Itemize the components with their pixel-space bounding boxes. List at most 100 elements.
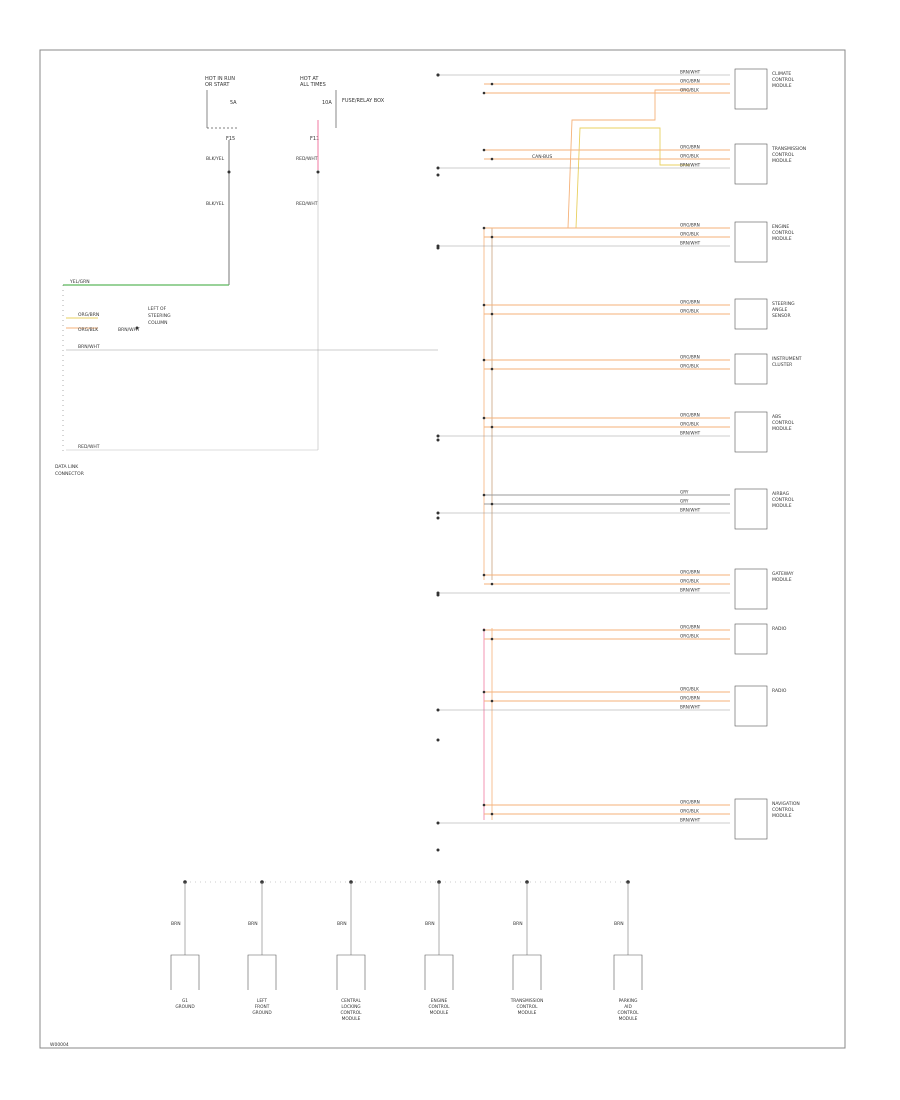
dlc-gnd-wire: BRN/WHT xyxy=(78,344,100,350)
ground-dot xyxy=(436,708,440,712)
component-name: PARKING xyxy=(619,998,638,1004)
wire-right-label: RED/WHT xyxy=(296,156,318,162)
module-name: MODULE xyxy=(772,426,792,432)
module-name: AIRBAG xyxy=(772,491,790,497)
fuse-right: HOT AT ALL TIMES 10A FUSE/RELAY BOX F11 xyxy=(300,76,385,142)
module-box xyxy=(734,298,768,330)
module-name: ANGLE xyxy=(772,307,787,313)
splice-dot xyxy=(490,637,494,641)
module-name: TRANSMISSION xyxy=(771,146,806,152)
splice-dot xyxy=(490,82,494,86)
module-name: MODULE xyxy=(772,236,792,242)
module-box xyxy=(734,411,768,453)
splice-dot xyxy=(482,573,486,577)
wire-label: BRN/WHT xyxy=(680,431,701,436)
dlc-side-1: LEFT OF xyxy=(148,306,167,312)
splice-dot xyxy=(490,425,494,429)
footer-code: W00004 xyxy=(50,1042,69,1048)
wire-label: GRY xyxy=(680,490,689,495)
splice-dot xyxy=(490,312,494,316)
ground-dot xyxy=(436,434,440,438)
module-box xyxy=(734,623,768,655)
wire-right-label-2: RED/WHT xyxy=(296,201,318,207)
fuse-right-note: FUSE/RELAY BOX xyxy=(342,98,385,104)
module-name: CONTROL xyxy=(772,230,794,236)
component-name: MODULE xyxy=(430,1010,449,1016)
component-name: CONTROL xyxy=(341,1010,363,1016)
module-name: MODULE xyxy=(772,83,792,89)
splice-dot xyxy=(490,157,494,161)
wire-label: ORG/BRN xyxy=(680,413,700,418)
module-name: CONTROL xyxy=(772,152,794,158)
fuse-right-line1: HOT AT xyxy=(300,76,319,82)
module-name: MODULE xyxy=(772,503,792,509)
splice-dot xyxy=(482,303,486,307)
module-box xyxy=(734,568,768,610)
component-name: CENTRAL xyxy=(341,998,361,1004)
component-name: FRONT xyxy=(255,1004,270,1010)
wire-label: BRN/WHT xyxy=(680,163,701,168)
component-name: ENGINE xyxy=(431,998,448,1004)
module-name: SENSOR xyxy=(772,313,791,319)
fuse-left-pin: F15 xyxy=(226,136,235,142)
module-name: ABS xyxy=(772,414,781,420)
module-name: STEERING xyxy=(772,301,795,307)
wire-label: ORG/BRN xyxy=(680,696,700,701)
wire-label: ORG/BLK xyxy=(680,232,699,237)
dlc-pin16-wire: RED/WHT xyxy=(78,444,100,450)
fuse-left-line2: OR START xyxy=(205,82,230,88)
module-name: GATEWAY xyxy=(772,571,794,577)
component-box xyxy=(170,954,200,990)
fuse-left-rating: 5A xyxy=(230,100,237,106)
wire-label: ORG/BRN xyxy=(680,300,700,305)
ground-dot xyxy=(436,738,440,742)
module-name: CONTROL xyxy=(772,77,794,83)
wire-label: ORG/BRN xyxy=(680,625,700,630)
module-name: CONTROL xyxy=(772,420,794,426)
module-m11: NAVIGATIONCONTROLMODULEORG/BRNORG/BLKBRN… xyxy=(436,798,800,840)
data-link-connector: YEL/GRN ORG/BRN ORG/BLK BRN/WHT LEFT OF … xyxy=(55,279,438,477)
dlc-label-2: CONNECTOR xyxy=(55,471,84,477)
component-name: CONTROL xyxy=(429,1004,451,1010)
component-box xyxy=(512,954,542,990)
fuse-right-rating: 10A xyxy=(322,100,332,106)
ground-wire-label: BRN xyxy=(337,921,347,927)
module-name: INSTRUMENT xyxy=(772,356,802,362)
fuse-left: HOT IN RUN OR START 5A F15 xyxy=(205,76,237,142)
wire-label: ORG/BRN xyxy=(680,145,700,150)
ground-dot xyxy=(436,821,440,825)
ground-dot xyxy=(436,73,440,77)
modules-layer: CLIMATECONTROLMODULEBRN/WHTORG/BRNORG/BL… xyxy=(436,68,806,840)
component-name: MODULE xyxy=(342,1016,361,1022)
dlc-side-3: COLUMN xyxy=(148,320,168,326)
ground-dot xyxy=(436,246,440,250)
module-box xyxy=(734,143,768,185)
splice-dot xyxy=(482,91,486,95)
ground-dot xyxy=(436,516,440,520)
splice-dot xyxy=(482,493,486,497)
wire-label: BRN/WHT xyxy=(680,70,701,75)
component-name: G1 xyxy=(182,998,188,1004)
wire-label: ORG/BLK xyxy=(680,634,699,639)
wire-label: ORG/BRN xyxy=(680,79,700,84)
ground-dot xyxy=(436,848,440,852)
module-name: CLIMATE xyxy=(772,71,791,77)
ground-wire-label: BRN xyxy=(171,921,181,927)
can-bus-label: CAN-BUS xyxy=(532,154,552,160)
wire-label: ORG/BRN xyxy=(680,800,700,805)
component-name: LOCKING xyxy=(341,1004,360,1010)
splice-dot xyxy=(490,502,494,506)
splice-dot xyxy=(482,416,486,420)
component-box xyxy=(424,954,454,990)
component-name: GROUND xyxy=(175,1004,195,1010)
module-name: RADIO xyxy=(772,688,787,694)
